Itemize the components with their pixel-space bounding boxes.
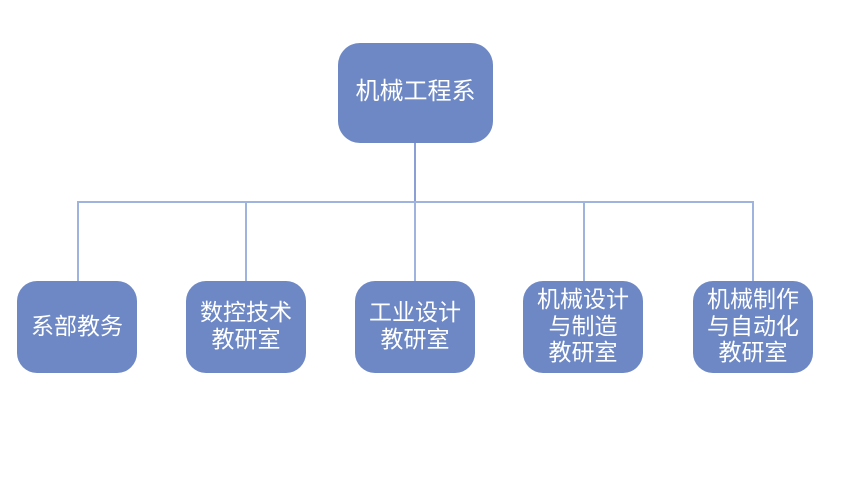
- connector-rail: [77, 201, 754, 203]
- connector-drop-3: [414, 201, 416, 281]
- node-label: 系部教务: [31, 313, 123, 339]
- node-cnc-technology-office[interactable]: 数控技术 教研室: [186, 281, 306, 373]
- connector-drop-1: [77, 201, 79, 281]
- connector-drop-5: [752, 201, 754, 281]
- connector-drop-2: [245, 201, 247, 281]
- node-mech-design-manufacturing-office[interactable]: 机械设计 与制造 教研室: [523, 281, 643, 373]
- node-label: 机械设计 与制造 教研室: [537, 286, 629, 366]
- connector-root-stem: [414, 143, 416, 202]
- node-industrial-design-office[interactable]: 工业设计 教研室: [355, 281, 475, 373]
- connector-drop-4: [583, 201, 585, 281]
- node-label: 数控技术 教研室: [200, 300, 292, 352]
- node-dept-academic-affairs[interactable]: 系部教务: [17, 281, 137, 373]
- node-label: 机械工程系: [355, 79, 476, 106]
- node-mech-making-automation-office[interactable]: 机械制作 与自动化 教研室: [693, 281, 813, 373]
- node-mechanical-engineering-dept[interactable]: 机械工程系: [338, 43, 493, 143]
- node-label: 工业设计 教研室: [369, 300, 461, 352]
- node-label: 机械制作 与自动化 教研室: [707, 286, 799, 366]
